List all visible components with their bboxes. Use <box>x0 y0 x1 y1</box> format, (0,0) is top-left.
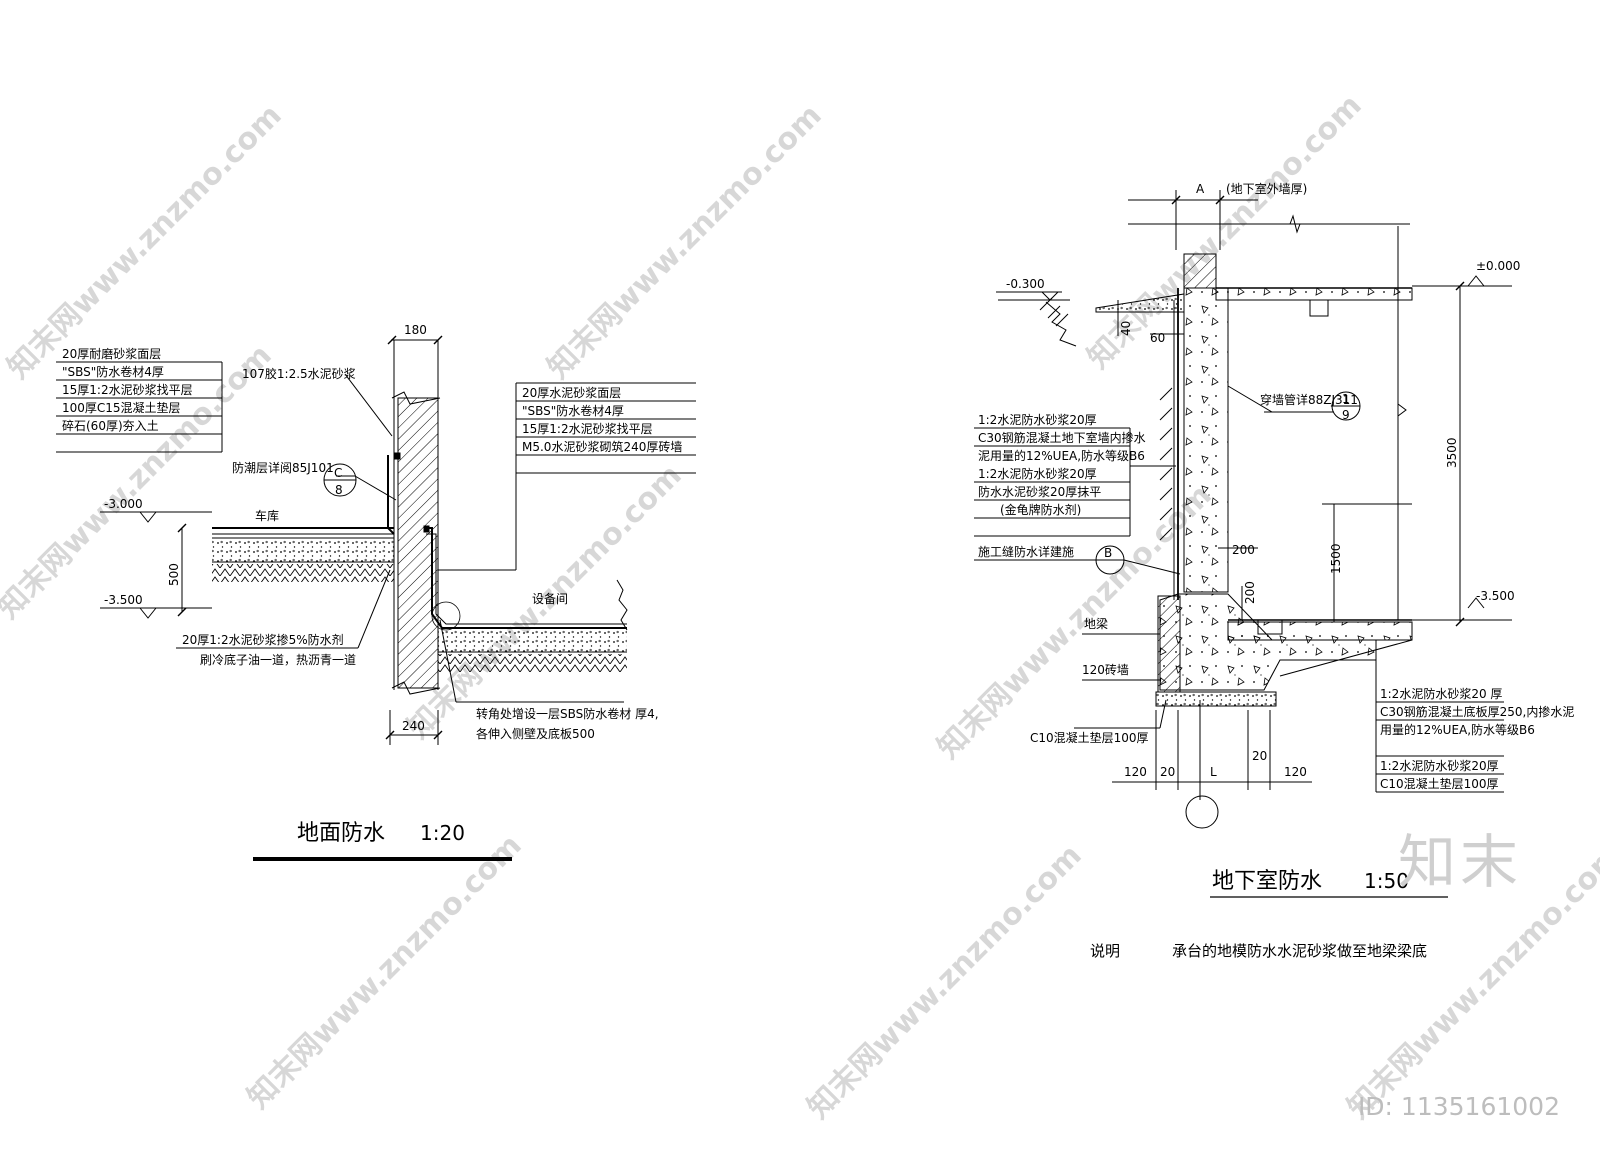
elevation-label: -3.500 <box>104 593 143 607</box>
watermark-text: 知末网www.znzmo.com <box>1 98 289 386</box>
note-text: 承台的地模防水水泥砂浆做至地梁梁底 <box>1172 942 1427 960</box>
bottom-dimension: 20 <box>1160 765 1175 779</box>
detail-scale: 1:50 <box>1364 869 1409 893</box>
floor-waterproofing-detail <box>56 335 696 861</box>
layer-label: 碎石(60厚)夯入土 <box>62 418 159 433</box>
bottom-dimension: L <box>1210 765 1217 779</box>
wall-layer-label: 防水水泥砂浆20厚抹平 <box>978 484 1101 499</box>
basement-wall <box>1183 287 1229 593</box>
dimension-label: 500 <box>167 563 181 586</box>
elevation-label: ±0.000 <box>1476 259 1520 273</box>
watermark-text: 知末网www.znzmo.com <box>541 98 829 386</box>
layer-label: "SBS"防水卷材4厚 <box>62 364 164 379</box>
floor-layer-label: C10混凝土垫层100厚 <box>1380 776 1499 791</box>
dimension-label: 200 <box>1243 581 1257 604</box>
ref-circle-bottom: 8 <box>335 483 343 497</box>
note-mortar: 20厚1:2水泥砂浆掺5%防水剂 <box>182 632 344 647</box>
dimension-label: 60 <box>1150 331 1165 345</box>
ref-circle-bottom: 9 <box>1342 408 1350 422</box>
annotation-107: 107胶1:2.5水泥砂浆 <box>242 366 356 381</box>
layer-label: 15厚1:2水泥砂浆找平层 <box>62 382 193 397</box>
note-mortar: 刷冷底子油一道，热沥青一道 <box>200 652 356 667</box>
layer-label: 20厚水泥砂浆面层 <box>522 385 621 400</box>
wall-layer-label: 1:2水泥防水砂浆20厚 <box>978 466 1097 481</box>
joint-label: 施工缝防水详建施 <box>978 544 1074 559</box>
floor-layer-label: 1:2水泥防水砂浆20厚 <box>1380 758 1499 773</box>
basement-detail-text: A (地下室外墙厚) ±0.000 -0.300 -3.500 40 60 35… <box>978 181 1574 894</box>
dimension-label: 240 <box>402 719 425 733</box>
floor-detail-text: 20厚耐磨砂浆面层 "SBS"防水卷材4厚 15厚1:2水泥砂浆找平层 100厚… <box>62 323 682 846</box>
note-corner: 各伸入侧壁及底板500 <box>476 726 595 741</box>
watermark-text: 知末网www.znzmo.com <box>241 828 529 1116</box>
detail-title: 地面防水 <box>297 821 385 846</box>
brand-watermark: 知末 <box>1397 828 1522 896</box>
layer-label: "SBS"防水卷材4厚 <box>522 403 624 418</box>
cushion-label: C10混凝土垫层100厚 <box>1030 730 1149 745</box>
wall-layer-label: C30钢筋混凝土地下室墙内掺水 <box>978 430 1146 445</box>
elevation-label: -3.500 <box>1476 589 1515 603</box>
ref-circle-joint: B <box>1104 546 1112 560</box>
wall-thickness-label: (地下室外墙厚) <box>1226 181 1307 196</box>
id-label: ID: 1135161002 <box>1357 1092 1560 1121</box>
dimension-label: A <box>1196 182 1205 196</box>
layer-label: 20厚耐磨砂浆面层 <box>62 346 161 361</box>
brick-wall-120 <box>1157 595 1181 693</box>
floor-layer-label: 1:2水泥防水砂浆20 厚 <box>1380 686 1502 701</box>
room-label-garage: 车库 <box>255 508 279 523</box>
pipe-label: 穿墙管详88ZJ311 <box>1260 392 1358 407</box>
bottom-dimension: 120 <box>1124 765 1147 779</box>
dimension-label: 3500 <box>1445 437 1459 468</box>
dimension-label: 180 <box>404 323 427 337</box>
detail-scale: 1:20 <box>420 821 465 845</box>
bottom-dimension: 120 <box>1284 765 1307 779</box>
floor-layer-label: C30钢筋混凝土底板厚250,内掺水泥 <box>1380 704 1574 719</box>
dimension-label: 40 <box>1119 321 1133 336</box>
brick-wall-label: 120砖墙 <box>1082 662 1129 677</box>
ref-circle-top: 1 <box>1342 392 1350 406</box>
elevation-label: -0.300 <box>1006 277 1045 291</box>
room-label-equipment: 设备间 <box>532 592 568 606</box>
layer-label: 100厚C15混凝土垫层 <box>62 400 181 415</box>
detail-title: 地下室防水 <box>1212 869 1322 894</box>
annotation-moisture: 防潮层详阅85J101 <box>232 460 334 475</box>
layer-label: 15厚1:2水泥砂浆找平层 <box>522 421 653 436</box>
wall-layer-label: 1:2水泥防水砂浆20厚 <box>978 412 1097 427</box>
note-label: 说明 <box>1090 942 1120 960</box>
ref-circle-top: C <box>334 466 342 480</box>
ground-beam-label: 地梁 <box>1084 616 1108 631</box>
bottom-dimension: 20 <box>1252 749 1267 763</box>
watermark-text: 知末网www.znzmo.com <box>801 838 1089 1126</box>
wall-layer-label: 泥用量的12%UEA,防水等级B6 <box>978 448 1145 463</box>
general-note: 说明 承台的地模防水水泥砂浆做至地梁梁底 <box>1090 942 1427 960</box>
note-corner: 转角处增设一层SBS防水卷材 厚4, <box>476 706 659 721</box>
basement-waterproofing-detail <box>974 190 1512 898</box>
watermark-text: 知末网www.znzmo.com <box>0 338 279 626</box>
elevation-label: -3.000 <box>104 497 143 511</box>
layer-label: M5.0水泥砂浆砌筑240厚砖墙 <box>522 439 682 454</box>
watermark-layer: 知末网www.znzmo.com 知末网www.znzmo.com 知末网www… <box>0 88 1600 1126</box>
dimension-label: 200 <box>1232 543 1255 557</box>
dimension-label: 1500 <box>1329 543 1343 574</box>
floor-layer-label: 用量的12%UEA,防水等级B6 <box>1380 722 1535 737</box>
wall-layer-label: (金龟牌防水剂) <box>1000 502 1081 517</box>
